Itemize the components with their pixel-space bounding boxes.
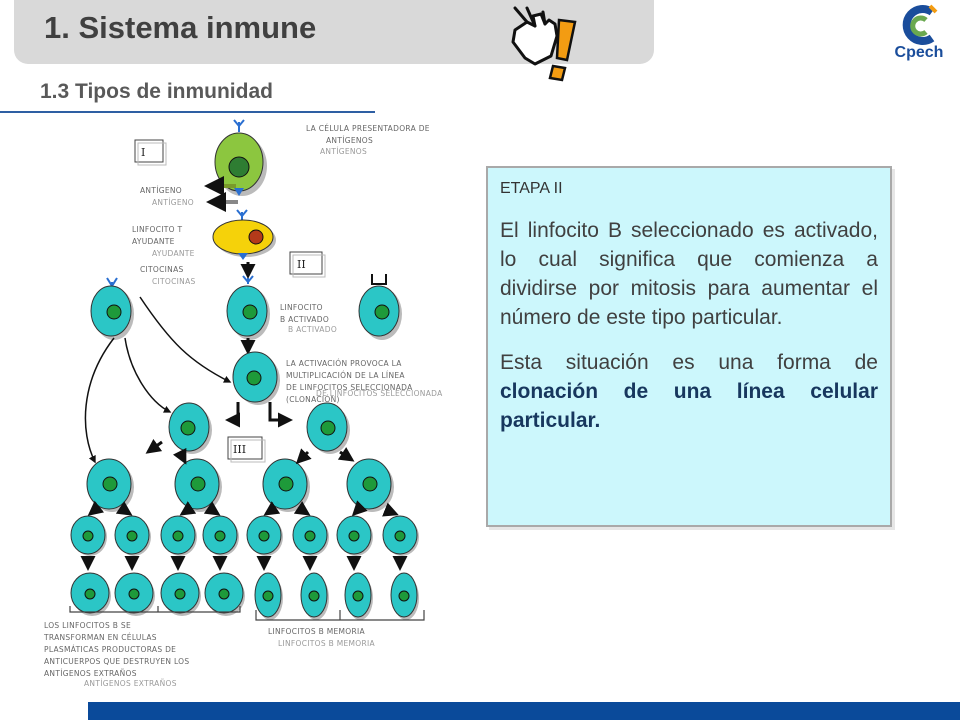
stage-label-i: I xyxy=(141,146,145,159)
division-row-1 xyxy=(168,402,350,454)
apc-label-ghost: ANTÍGENOS xyxy=(320,147,367,156)
activated-b-cell xyxy=(232,338,280,405)
plasma-label-ghost: ANTÍGENOS EXTRAÑOS xyxy=(84,679,177,688)
cytokines-label: CITOCINAS xyxy=(140,265,184,274)
stage-ii-info-box: ETAPA II El linfocito B seleccionado es … xyxy=(486,166,892,527)
stage-box-ii: II xyxy=(289,251,326,278)
cpech-logo: Cpech xyxy=(886,2,952,72)
memory-brace xyxy=(255,610,425,621)
memory-label: LINFOCITOS B MEMORIA xyxy=(268,627,366,636)
cytokines-label-ghost: CITOCINAS xyxy=(152,277,196,286)
b-cell-candidate-3 xyxy=(358,274,402,340)
antigen-presenting-cell xyxy=(214,119,267,196)
cpech-logo-icon xyxy=(902,4,938,45)
plasma-label-1: LOS LINFOCITOS B SE xyxy=(44,621,131,630)
helper-t-cell xyxy=(212,209,276,260)
selection-arrows xyxy=(84,296,232,464)
pointing-hand-icon xyxy=(511,6,577,82)
activation-label-4: (CLONACIÓN) xyxy=(286,395,340,404)
info-paragraph-2-text: Esta situación es una forma de xyxy=(500,351,878,374)
stage-box-iii: III xyxy=(227,436,266,463)
antigen-arrows xyxy=(204,176,238,212)
memory-cells xyxy=(254,572,419,620)
plasma-label-4: ANTICUERPOS QUE DESTRUYEN LOS xyxy=(44,657,189,666)
antigen-label-ghost: ANTÍGENO xyxy=(152,198,194,207)
helper-t-label-2: AYUDANTE xyxy=(132,237,175,246)
info-paragraph-1: El linfocito B seleccionado es activado,… xyxy=(500,219,878,329)
activated-b-label-2: B ACTIVADO xyxy=(280,315,329,324)
info-paragraph-2: Esta situación es una forma de clonación… xyxy=(500,348,878,435)
activated-b-label-1: LINFOCITO xyxy=(280,303,323,312)
activation-label-3: DE LINFOCITOS SELECCIONADA xyxy=(286,383,413,392)
footer-bar xyxy=(88,702,960,720)
stage-label-ii: II xyxy=(297,258,306,271)
logo-text: Cpech xyxy=(894,44,944,61)
exclamation-icon xyxy=(548,18,577,82)
b-cell-selected xyxy=(226,262,270,340)
activation-label-2: MULTIPLICACIÓN DE LA LÍNEA xyxy=(286,371,405,380)
apc-label-1: LA CÉLULA PRESENTADORA DE xyxy=(306,124,430,133)
antigen-label: ANTÍGENO xyxy=(140,186,182,195)
activation-label-1: LA ACTIVACIÓN PROVOCA LA xyxy=(286,359,402,368)
helper-t-label-ghost: AYUDANTE xyxy=(152,249,195,258)
subtitle-underline xyxy=(0,111,375,113)
plasma-label-3: PLASMÁTICAS PRODUCTORAS DE xyxy=(44,645,176,654)
plasma-cells xyxy=(70,572,245,616)
stage-box-i: I xyxy=(134,139,167,166)
page-title: 1. Sistema inmune xyxy=(44,10,317,45)
apc-label-2: ANTÍGENOS xyxy=(326,136,373,145)
b-cell-candidates xyxy=(90,262,402,340)
division-row-3 xyxy=(70,500,419,556)
info-heading: ETAPA II xyxy=(500,180,563,197)
activation-label-ghost: DE LINFOCITOS SELECCIONADA xyxy=(316,389,443,398)
plasma-brace xyxy=(69,606,241,613)
b-cell-candidate-1 xyxy=(90,277,134,340)
stage-label-iii: III xyxy=(233,443,246,456)
activated-b-label-ghost: B ACTIVADO xyxy=(288,325,337,334)
division-row-2 xyxy=(86,438,394,512)
memory-label-ghost: LINFOCITOS B MEMORIA xyxy=(278,639,376,648)
helper-t-label-1: LINFOCITO T xyxy=(132,225,183,234)
plasma-label-5: ANTÍGENOS EXTRAÑOS xyxy=(44,669,137,678)
plasma-label-2: TRANSFORMAN EN CÉLULAS xyxy=(43,633,157,642)
final-row xyxy=(69,556,425,621)
b-cell-clonal-selection-diagram: I LA CÉLULA PRESENTADORA DE ANTÍGENOS AN… xyxy=(43,119,443,688)
section-subtitle: 1.3 Tipos de inmunidad xyxy=(40,80,273,103)
info-paragraph-2-emphasis: clonación de una línea celular particula… xyxy=(500,380,878,432)
